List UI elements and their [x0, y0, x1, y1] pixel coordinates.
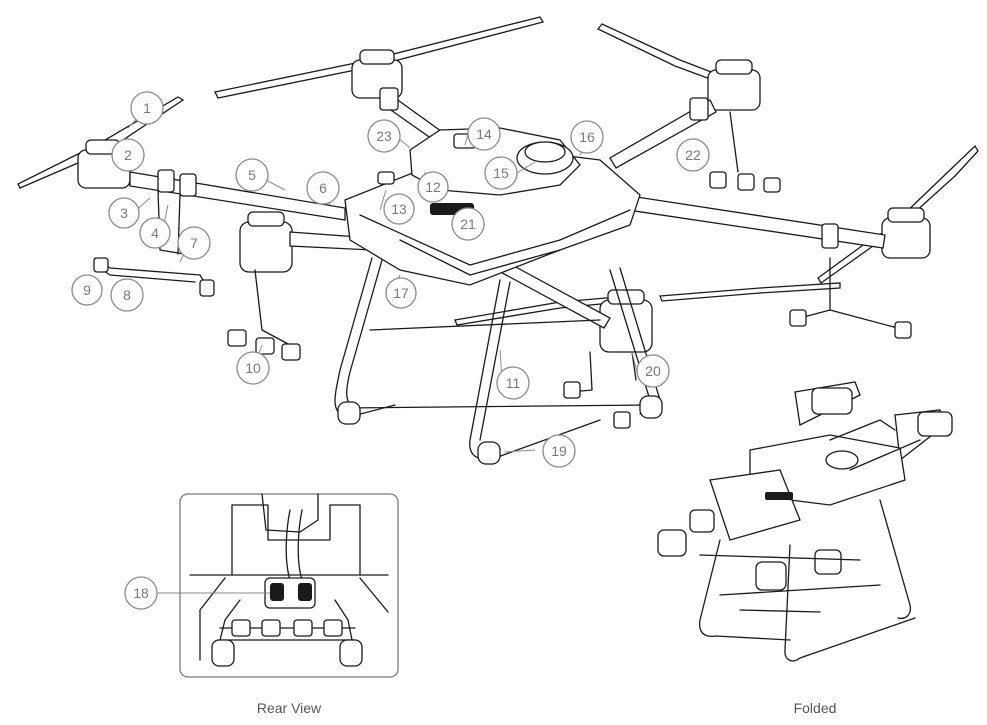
svg-text:15: 15: [493, 165, 509, 181]
callout-10: 10: [236, 351, 270, 385]
propellers: [17, 16, 979, 326]
callout-16: 16: [570, 120, 604, 154]
callout-23: 23: [367, 119, 401, 153]
callout-9: 9: [71, 274, 103, 306]
svg-text:17: 17: [393, 285, 409, 301]
folded-view: Folded: [657, 381, 953, 716]
svg-text:12: 12: [425, 179, 441, 195]
svg-text:20: 20: [645, 363, 661, 379]
callout-12: 12: [417, 171, 449, 203]
callout-15: 15: [484, 156, 518, 190]
callout-14: 14: [467, 117, 501, 151]
svg-text:8: 8: [123, 287, 131, 303]
callout-5: 5: [235, 158, 269, 192]
svg-text:5: 5: [248, 167, 256, 183]
landing-gear: [334, 257, 663, 465]
svg-text:2: 2: [124, 147, 132, 163]
callout-8: 8: [110, 278, 144, 312]
callout-20: 20: [636, 354, 670, 388]
svg-text:9: 9: [83, 282, 91, 298]
callout-18: 18: [124, 576, 158, 610]
rear-view-caption: Rear View: [257, 700, 322, 716]
svg-text:23: 23: [376, 128, 392, 144]
svg-text:16: 16: [579, 129, 595, 145]
callout-7: 7: [177, 226, 211, 260]
svg-text:22: 22: [685, 147, 701, 163]
svg-text:3: 3: [120, 205, 128, 221]
svg-text:4: 4: [151, 225, 159, 241]
svg-text:6: 6: [319, 180, 327, 196]
callout-17: 17: [385, 277, 417, 309]
callout-2: 2: [111, 138, 145, 172]
callout-11: 11: [496, 366, 530, 400]
rear-view-inset: 18 Rear View: [124, 493, 399, 716]
main-callouts: 1 2 3 4 5 6 7 8 9 10 11 12 13 14 15 16 1…: [71, 91, 710, 468]
callout-1: 1: [130, 91, 164, 125]
callout-21: 21: [451, 207, 485, 241]
svg-text:13: 13: [391, 201, 407, 217]
callout-13: 13: [383, 193, 415, 225]
folded-caption: Folded: [794, 700, 837, 716]
svg-text:18: 18: [133, 585, 149, 601]
callout-3: 3: [108, 197, 140, 229]
callout-4: 4: [139, 217, 171, 249]
callout-19: 19: [542, 434, 576, 468]
spray-nozzles: [93, 111, 912, 429]
svg-text:11: 11: [506, 375, 521, 391]
arms: [129, 87, 886, 329]
svg-text:19: 19: [551, 443, 567, 459]
svg-text:14: 14: [476, 126, 492, 142]
svg-text:1: 1: [143, 100, 151, 116]
callout-6: 6: [306, 171, 340, 205]
svg-text:21: 21: [460, 216, 476, 232]
svg-text:10: 10: [245, 360, 261, 376]
svg-text:7: 7: [190, 235, 198, 251]
callout-22: 22: [676, 138, 710, 172]
